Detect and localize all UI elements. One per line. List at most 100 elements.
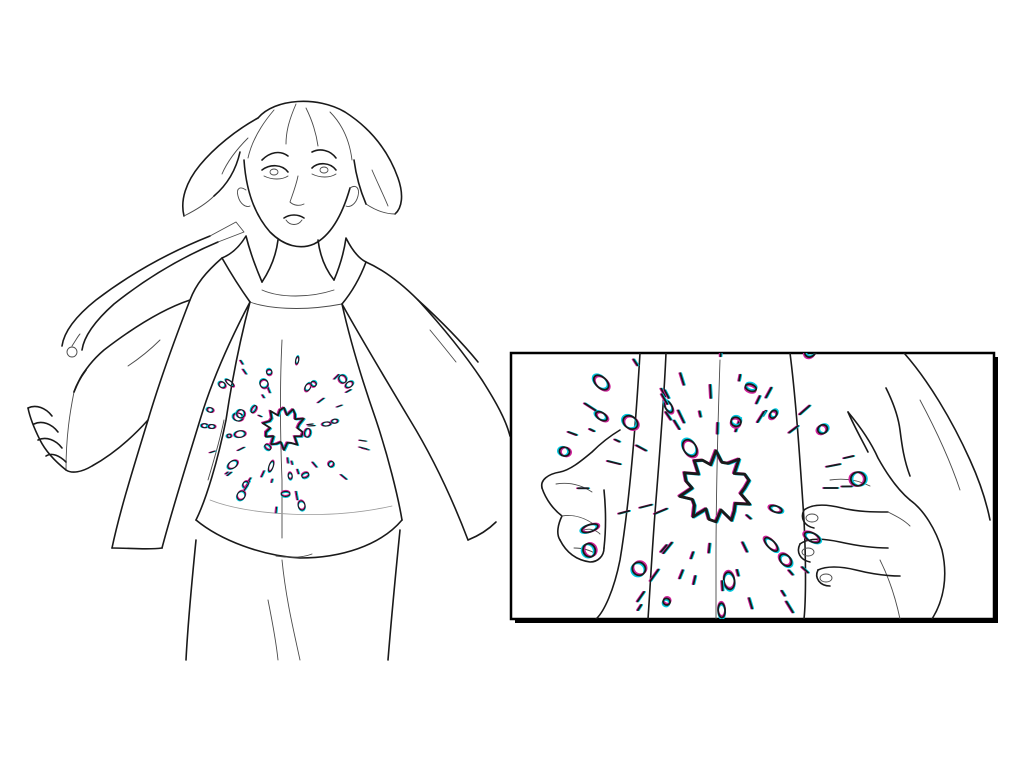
glow-fragment <box>218 381 227 389</box>
glow-spark <box>244 484 250 491</box>
glow-spark <box>262 394 266 399</box>
glow-spark <box>737 373 741 382</box>
glow-spark <box>227 471 233 477</box>
glow-spark <box>261 470 266 478</box>
hair <box>182 100 403 217</box>
glow-spark <box>334 373 341 380</box>
glow-spark <box>259 470 264 478</box>
glow-spark <box>708 542 712 554</box>
glow-spark <box>788 425 799 434</box>
glow-spark <box>785 600 794 614</box>
glow-fragment <box>763 536 779 553</box>
glow-fragment <box>345 380 354 389</box>
glow-spark <box>718 353 721 358</box>
glow-spark <box>679 372 685 386</box>
glow-spark <box>632 358 639 367</box>
glow-spark <box>271 478 273 483</box>
glow-fragment <box>233 430 246 439</box>
glow-fragment <box>327 460 335 468</box>
left-hand <box>27 333 87 471</box>
glow-fragment <box>303 428 312 438</box>
glow-spark <box>735 569 739 577</box>
glow-spark <box>673 419 681 430</box>
glow-spark <box>707 542 711 554</box>
glow-spark <box>306 423 314 426</box>
glow-spark <box>745 334 747 344</box>
glow-spark <box>295 468 299 475</box>
glow-fragment <box>631 561 647 577</box>
glow-spark <box>272 478 274 483</box>
glow-spark <box>724 331 725 344</box>
glow-spark <box>276 506 279 514</box>
glow-spark <box>747 597 753 610</box>
glow-fragment <box>804 353 819 357</box>
glow-fragment <box>558 446 571 457</box>
glow-spark <box>664 411 672 421</box>
glow-spark <box>722 331 723 344</box>
glow-spark <box>825 463 841 468</box>
closeup-right-hand <box>797 387 946 619</box>
glow-spark <box>765 386 773 399</box>
glow-spark <box>268 386 272 394</box>
glow-fragment <box>297 500 306 511</box>
glow-spark <box>606 460 622 466</box>
glow-spark <box>242 368 247 375</box>
glow-spark <box>267 386 271 394</box>
glow-spark <box>693 575 698 585</box>
glow-spark <box>311 461 318 468</box>
glow-spark <box>588 428 595 433</box>
glow-spark <box>691 575 696 585</box>
glow-spark <box>801 566 809 574</box>
glow-spark <box>678 372 684 386</box>
glow-spark <box>261 394 265 399</box>
glow-spark <box>739 373 743 382</box>
jacket <box>61 221 511 550</box>
glow-spark <box>755 395 761 405</box>
glow-fragment <box>225 378 235 388</box>
glow-spark <box>240 359 245 365</box>
glow-spark <box>652 625 654 630</box>
glow-spark <box>275 506 278 514</box>
glow-spark <box>226 471 232 477</box>
glow-spark <box>788 569 794 576</box>
glow-spark <box>614 438 621 443</box>
glow-spark <box>737 569 741 577</box>
glow-fragment <box>816 423 829 435</box>
glow-spark <box>747 334 749 344</box>
glow-spark <box>340 474 348 480</box>
face <box>237 149 359 283</box>
glow-spark <box>660 387 667 398</box>
glow-fragment <box>744 383 758 393</box>
glow-spark <box>660 544 668 553</box>
glow-spark <box>754 395 760 405</box>
glow-spark <box>290 460 292 465</box>
glow-fragment <box>622 414 639 430</box>
panel-border <box>509 351 996 621</box>
glow-spark <box>618 510 631 515</box>
jacket-collar <box>221 235 367 309</box>
glow-spark <box>224 471 228 475</box>
glow-spark <box>260 394 264 399</box>
glow-spark <box>653 625 655 630</box>
glow-fragment <box>236 490 246 501</box>
glow-fragment <box>730 416 742 428</box>
glow-fragment <box>803 353 818 358</box>
chest-glow-effect <box>199 355 371 514</box>
glow-spark <box>689 551 694 560</box>
glow-spark <box>310 461 317 468</box>
glow-spark <box>226 471 230 475</box>
glow-spark <box>260 470 265 478</box>
glow-spark <box>681 622 684 634</box>
glow-spark <box>749 597 755 610</box>
glow-fragment <box>250 404 258 414</box>
glow-fragment <box>331 418 339 424</box>
glow-spark <box>636 591 645 603</box>
glow-spark <box>710 384 713 399</box>
glow-spark <box>286 457 288 464</box>
glow-fragment <box>850 471 867 487</box>
glow-spark <box>679 622 682 634</box>
glow-spark <box>678 569 684 580</box>
glow-fragment <box>264 443 272 451</box>
